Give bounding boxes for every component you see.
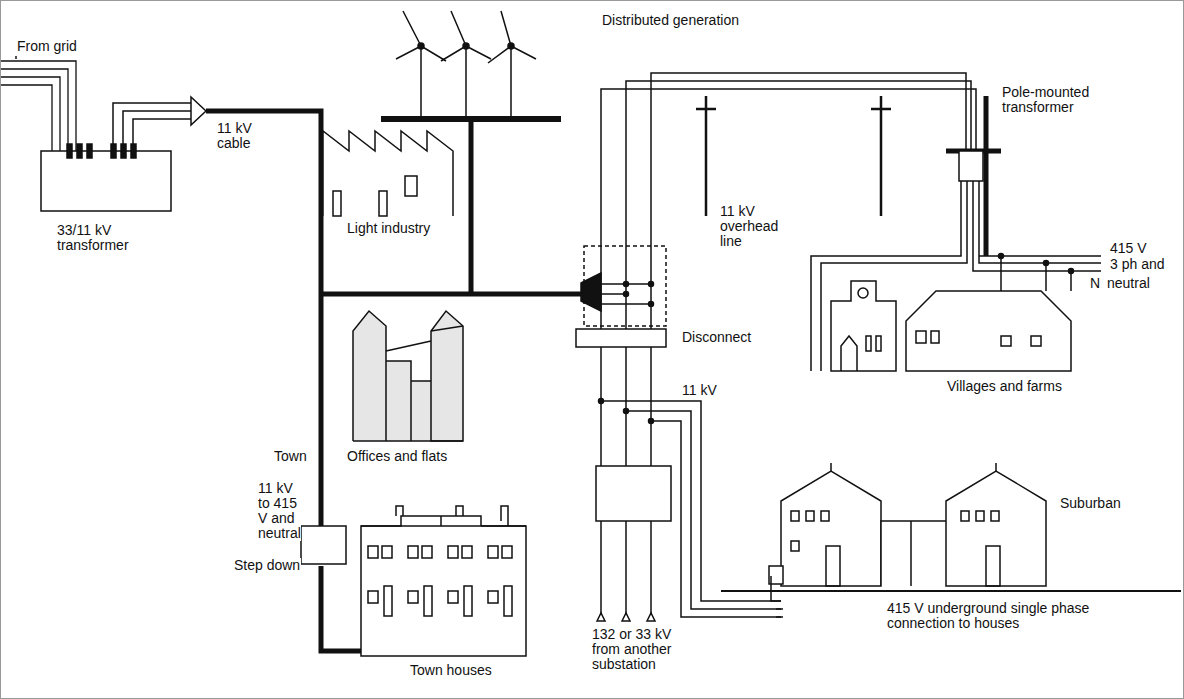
- house-window: [448, 591, 458, 603]
- house-window: [384, 586, 392, 616]
- house-window: [502, 546, 512, 558]
- line-label: 11 kV overhead line: [719, 204, 801, 249]
- house-window: [448, 546, 458, 558]
- area-label: Town: [273, 449, 308, 464]
- house-window: [464, 586, 472, 616]
- switch-label: Disconnect: [681, 330, 752, 345]
- cable-label: 11 kV cable: [216, 121, 263, 151]
- house-window: [488, 546, 498, 558]
- house-window: [462, 546, 472, 558]
- transformer-label: Pole-mounted transformer: [1001, 85, 1123, 115]
- house-window: [422, 546, 432, 558]
- house-window: [408, 546, 418, 558]
- house-window: [488, 591, 498, 603]
- house-window: [424, 586, 432, 616]
- area-label: Villages and farms: [946, 379, 1063, 394]
- voltage-label: 11 kV: [681, 383, 718, 398]
- house-window: [504, 586, 512, 616]
- transformer-label: 33/11 kV transformer: [56, 223, 168, 253]
- generation-label: Distributed generation: [601, 13, 740, 28]
- supply-label: 132 or 33 kV from another substation: [591, 627, 703, 672]
- house-window: [368, 546, 378, 558]
- building-label: Offices and flats: [346, 449, 448, 464]
- building-label: Town houses: [409, 663, 493, 678]
- phase-label: neutral: [1106, 276, 1151, 291]
- grid-label: From grid: [16, 39, 78, 54]
- area-label: Suburban: [1059, 496, 1122, 511]
- connection-label: 415 V underground single phase connectio…: [886, 601, 1128, 631]
- voltage-label: 11 kV to 415 V and neutral: [257, 481, 301, 541]
- house-window: [408, 591, 418, 603]
- box-label: Step down: [233, 558, 301, 573]
- house-window: [368, 591, 378, 603]
- voltage-label: 415 V: [1109, 241, 1148, 256]
- phase-label: 3 ph and: [1109, 257, 1166, 272]
- building-label: Light industry: [346, 221, 431, 236]
- wire-label: N: [1089, 276, 1101, 291]
- house-window: [382, 546, 392, 558]
